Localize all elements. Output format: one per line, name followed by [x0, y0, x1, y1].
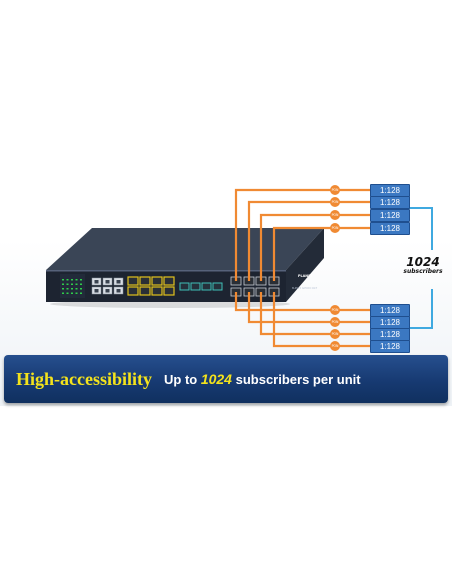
- rj45-port-socket: [105, 280, 110, 284]
- pon-label-bottom: PON: [332, 308, 339, 312]
- status-leds: [62, 279, 82, 294]
- status-led: [75, 292, 78, 294]
- rj45-port-socket: [105, 289, 110, 293]
- banner-subtitle: Up to 1024 subscribers per unit: [164, 371, 361, 387]
- split-ratio-box: 1:128: [370, 340, 410, 353]
- rj45-ports: [91, 277, 124, 295]
- sfp-port: [163, 276, 175, 286]
- fiber-line-bottom: [247, 292, 370, 324]
- uplink-port: [201, 282, 212, 291]
- status-led: [66, 288, 69, 290]
- sfp-port: [151, 276, 163, 286]
- pon-connector-bottom: [330, 341, 340, 351]
- pon-label-top: PON: [332, 200, 339, 204]
- device-front: [46, 270, 286, 302]
- pon-label-top: PON: [332, 226, 339, 230]
- pon-label-bottom: PON: [332, 320, 339, 324]
- device-model: 8-Port GPON OLT: [292, 286, 317, 290]
- pon-connector-top: [330, 223, 340, 233]
- total-caption: subscribers: [403, 268, 443, 275]
- pon-connector-bottom: [330, 317, 340, 327]
- uplink-ports: [179, 282, 223, 291]
- total-subscribers: 1024 subscribers: [398, 255, 448, 275]
- status-led: [80, 288, 82, 290]
- status-led: [75, 288, 78, 290]
- pon-connector-bottom: [330, 329, 340, 339]
- pon-label-top: PON: [332, 213, 339, 217]
- banner-headline: High-accessibility: [16, 368, 152, 389]
- status-led: [66, 292, 69, 294]
- device-brand: PLANET: [298, 274, 313, 278]
- total-value: 1024: [406, 255, 440, 269]
- subscriber-bracket: [406, 207, 433, 329]
- banner-sub-prefix: Up to: [164, 372, 201, 387]
- status-led: [80, 283, 82, 285]
- pon-connector-top: [330, 185, 340, 195]
- pon-label-top: PON: [332, 188, 339, 192]
- status-led: [71, 283, 73, 285]
- rj45-port-socket: [94, 289, 99, 293]
- status-led: [62, 292, 64, 294]
- status-led: [75, 283, 78, 285]
- sfp-port: [139, 276, 151, 286]
- status-led: [75, 279, 78, 281]
- fiber-line-bottom: [234, 292, 370, 312]
- uplink-port: [179, 282, 190, 291]
- status-led: [80, 292, 82, 294]
- status-led: [71, 279, 73, 281]
- pon-label-bottom: PON: [332, 332, 339, 336]
- pon-label-bottom: PON: [332, 344, 339, 348]
- status-led-panel: [60, 274, 85, 298]
- sfp-port: [127, 286, 139, 296]
- sfp-port: [127, 276, 139, 286]
- fiber-line-bottom: [272, 292, 370, 348]
- status-led: [62, 279, 64, 281]
- device-top: [46, 228, 324, 270]
- banner-sub-value: 1024: [200, 371, 232, 387]
- status-led: [66, 279, 69, 281]
- status-led: [62, 283, 64, 285]
- split-ratio-box: 1:128: [370, 196, 410, 209]
- device-side: [286, 228, 324, 302]
- sfp-port: [139, 286, 151, 296]
- status-led: [71, 292, 73, 294]
- rj45-port-socket: [116, 280, 121, 284]
- pon-connector-top: [330, 197, 340, 207]
- sfp-port: [151, 286, 163, 296]
- split-ratio-box: 1:128: [370, 209, 410, 222]
- status-led: [71, 288, 73, 290]
- rj45-port-socket: [116, 289, 121, 293]
- pon-connector-top: [330, 210, 340, 220]
- rj45-port-socket: [94, 280, 99, 284]
- split-ratio-box: 1:128: [370, 222, 410, 235]
- sfp-port: [163, 286, 175, 296]
- fiber-lines: PON PON PON PON PON PON PON PON: [234, 185, 370, 351]
- banner-sub-suffix: subscribers per unit: [231, 372, 361, 387]
- status-led: [62, 288, 64, 290]
- sfp-ports: [127, 276, 175, 296]
- status-led: [66, 283, 69, 285]
- status-led: [80, 279, 82, 281]
- feature-banner: High-accessibility Up to 1024 subscriber…: [4, 355, 448, 403]
- pon-connector-bottom: [330, 305, 340, 315]
- uplink-port: [212, 282, 223, 291]
- fiber-line-top: [234, 188, 370, 281]
- uplink-port: [190, 282, 201, 291]
- fiber-line-top: [247, 200, 370, 281]
